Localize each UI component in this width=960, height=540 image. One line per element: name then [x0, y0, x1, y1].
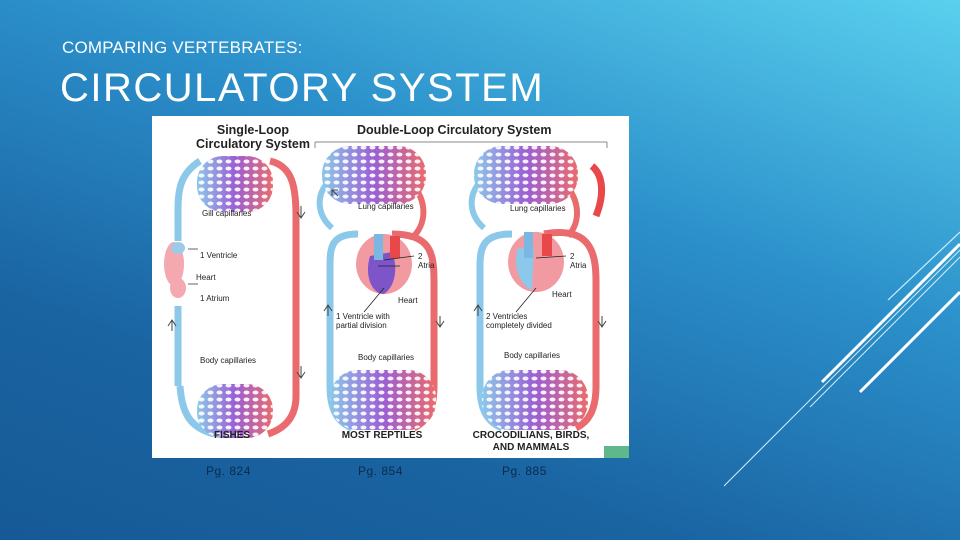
diagram-drawing	[164, 141, 629, 458]
label-ventricles-divided: 2 Ventricles completely divided	[486, 312, 552, 330]
label-body-capillaries-bird: Body capillaries	[504, 351, 561, 360]
slide-subtitle: COMPARING VERTEBRATES:	[62, 38, 303, 57]
label-lung-capillaries-bird: Lung capillaries	[510, 204, 566, 213]
label-body-capillaries-fish: Body capillaries	[200, 356, 257, 365]
label-ventricle-partial: 1 Ventricle with partial division	[336, 312, 390, 330]
label-heart-bird: Heart	[552, 290, 572, 299]
label-one-ventricle: 1 Ventricle	[200, 251, 238, 260]
circulatory-diagram: Single-Loop Circulatory System Double-Lo…	[152, 116, 629, 458]
label-heart-fish: Heart	[196, 273, 216, 282]
reptile-circuit	[316, 146, 445, 432]
caption-fishes: FISHES	[213, 430, 251, 441]
slide-title: CIRCULATORY SYSTEM	[60, 66, 545, 110]
caption-birds-mammals: CROCODILIANS, BIRDS, AND MAMMALS	[472, 430, 590, 453]
label-one-atrium: 1 Atrium	[200, 294, 230, 303]
label-atria-reptile: 2 Atria	[418, 252, 435, 270]
label-body-capillaries-reptile: Body capillaries	[358, 353, 415, 362]
bird-circuit	[468, 146, 607, 432]
caption-reptiles: MOST REPTILES	[341, 430, 423, 441]
page-ref-birds: Pg. 885	[502, 464, 547, 478]
label-heart-reptile: Heart	[398, 296, 418, 305]
page-ref-fishes: Pg. 824	[206, 464, 251, 478]
label-atria-bird: 2 Atria	[570, 252, 587, 270]
heading-double-loop: Double-Loop Circulatory System	[357, 123, 552, 137]
label-gill-capillaries: Gill capillaries	[202, 209, 252, 218]
fish-circuit	[164, 156, 306, 438]
page-ref-reptiles: Pg. 854	[358, 464, 403, 478]
heading-single-loop: Single-Loop Circulatory System	[196, 123, 310, 151]
label-lung-capillaries-reptile: Lung capillaries	[358, 202, 414, 211]
